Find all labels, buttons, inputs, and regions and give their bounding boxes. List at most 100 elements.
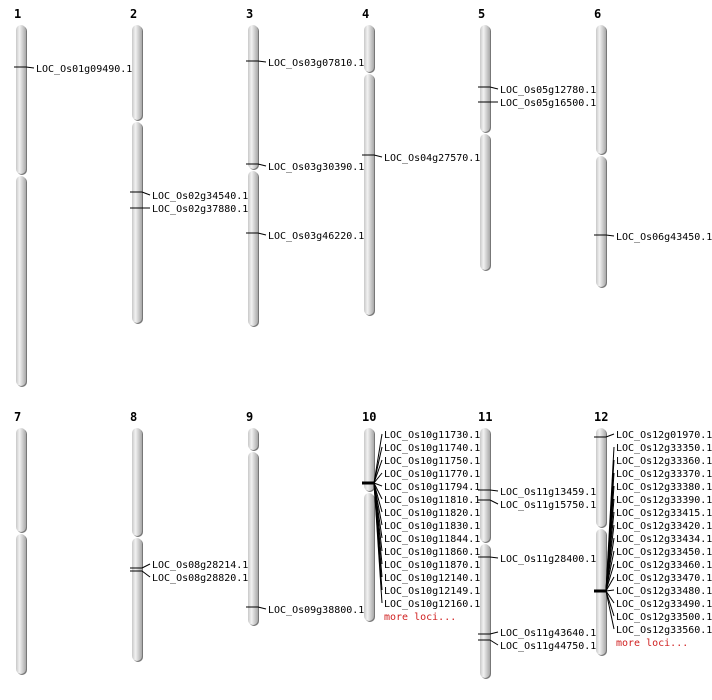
locus-label[interactable]: LOC_Os04g27570.1 [384, 153, 480, 164]
chromosome-number-12: 12 [594, 410, 608, 424]
chromosome-6-long-arm[interactable] [596, 156, 606, 287]
locus-connector [373, 482, 383, 487]
chromosome-2-long-arm[interactable] [132, 122, 142, 323]
locus-label[interactable]: LOC_Os10g11750.1 [384, 456, 480, 467]
chromosome-1-long-arm[interactable] [16, 176, 26, 386]
locus-label[interactable]: LOC_Os05g12780.1 [500, 85, 596, 96]
locus-connector [489, 499, 499, 505]
chromosome-number-8: 8 [130, 410, 137, 424]
locus-label[interactable]: LOC_Os10g11794.1 [384, 482, 480, 493]
locus-label[interactable]: LOC_Os10g11730.1 [384, 430, 480, 441]
chromosome-6-short-arm[interactable] [596, 25, 606, 154]
locus-label[interactable]: LOC_Os12g33380.1 [616, 482, 712, 493]
locus-label[interactable]: LOC_Os12g33360.1 [616, 456, 712, 467]
locus-label[interactable]: LOC_Os08g28820.1 [152, 573, 248, 584]
locus-label[interactable]: LOC_Os12g33450.1 [616, 547, 712, 558]
chromosome-2-short-arm[interactable] [132, 25, 142, 120]
locus-label[interactable]: LOC_Os12g33434.1 [616, 534, 712, 545]
locus-connector [373, 482, 383, 500]
chromosome-11-long-arm[interactable] [480, 544, 490, 678]
locus-label[interactable]: LOC_Os11g44750.1 [500, 641, 596, 652]
locus-label[interactable]: LOC_Os10g11770.1 [384, 469, 480, 480]
locus-label[interactable]: LOC_Os01g09490.1 [36, 64, 132, 75]
chromosome-5-short-arm[interactable] [480, 25, 490, 132]
chromosome-9-long-arm[interactable] [248, 452, 258, 625]
locus-label[interactable]: LOC_Os12g33415.1 [616, 508, 712, 519]
chromosome-11-short-arm[interactable] [480, 428, 490, 542]
locus-label[interactable]: LOC_Os10g11870.1 [384, 560, 480, 571]
locus-label[interactable]: LOC_Os09g38800.1 [268, 605, 364, 616]
chromosome-3-long-arm[interactable] [248, 171, 258, 326]
chromosome-4-long-arm[interactable] [364, 74, 374, 315]
locus-connector [489, 631, 499, 635]
chromosome-3-short-arm[interactable] [248, 25, 258, 169]
locus-connector [489, 639, 499, 646]
locus-label[interactable]: LOC_Os12g33420.1 [616, 521, 712, 532]
locus-connector [605, 589, 615, 592]
locus-connector [25, 66, 35, 69]
locus-label[interactable]: LOC_Os11g13459.1 [500, 487, 596, 498]
chromosome-4-short-arm[interactable] [364, 25, 374, 72]
locus-connector [257, 232, 267, 236]
locus-label[interactable]: LOC_Os10g11810.1 [384, 495, 480, 506]
locus-label[interactable]: LOC_Os03g30390.1 [268, 162, 364, 173]
chromosome-5-long-arm[interactable] [480, 134, 490, 270]
locus-label[interactable]: LOC_Os10g12160.1 [384, 599, 480, 610]
locus-label[interactable]: LOC_Os12g33350.1 [616, 443, 712, 454]
locus-label[interactable]: LOC_Os12g33500.1 [616, 612, 712, 623]
locus-connector [257, 60, 267, 63]
chromosome-12-short-arm[interactable] [596, 428, 606, 527]
chromosome-number-9: 9 [246, 410, 253, 424]
locus-label[interactable]: LOC_Os10g11740.1 [384, 443, 480, 454]
locus-label[interactable]: LOC_Os08g28214.1 [152, 560, 248, 571]
locus-connector [605, 234, 615, 237]
locus-label[interactable]: LOC_Os03g46220.1 [268, 231, 364, 242]
chromosome-8-short-arm[interactable] [132, 428, 142, 536]
locus-connector [373, 472, 383, 484]
locus-connector [257, 163, 267, 167]
locus-label[interactable]: LOC_Os10g11830.1 [384, 521, 480, 532]
locus-label[interactable]: LOC_Os10g11820.1 [384, 508, 480, 519]
chromosome-10-short-arm[interactable] [364, 428, 374, 491]
locus-label[interactable]: LOC_Os12g01970.1 [616, 430, 712, 441]
chromosome-number-7: 7 [14, 410, 21, 424]
chromosome-1-short-arm[interactable] [16, 25, 26, 174]
locus-label[interactable]: LOC_Os12g33390.1 [616, 495, 712, 506]
locus-connector [605, 433, 615, 438]
locus-connector [489, 489, 499, 492]
chromosome-7-long-arm[interactable] [16, 534, 26, 674]
chromosome-9-short-arm[interactable] [248, 428, 258, 450]
locus-label[interactable]: LOC_Os11g43640.1 [500, 628, 596, 639]
locus-label[interactable]: LOC_Os10g11860.1 [384, 547, 480, 558]
chromosome-number-5: 5 [478, 7, 485, 21]
locus-label[interactable]: LOC_Os10g12140.1 [384, 573, 480, 584]
locus-connector [605, 576, 615, 592]
locus-label[interactable]: LOC_Os05g16500.1 [500, 98, 596, 109]
locus-connector [257, 606, 267, 610]
locus-label[interactable]: LOC_Os02g37880.1 [152, 204, 248, 215]
locus-label[interactable]: LOC_Os11g15750.1 [500, 500, 596, 511]
locus-connector [605, 563, 615, 592]
locus-label[interactable]: LOC_Os12g33560.1 [616, 625, 712, 636]
locus-label[interactable]: LOC_Os12g33480.1 [616, 586, 712, 597]
locus-label[interactable]: LOC_Os12g33370.1 [616, 469, 712, 480]
locus-connector [141, 191, 151, 196]
chromosome-number-3: 3 [246, 7, 253, 21]
locus-label[interactable]: LOC_Os12g33460.1 [616, 560, 712, 571]
chromosome-8-long-arm[interactable] [132, 538, 142, 661]
locus-label[interactable]: LOC_Os02g34540.1 [152, 191, 248, 202]
locus-label[interactable]: LOC_Os10g11844.1 [384, 534, 480, 545]
chromosome-10-long-arm[interactable] [364, 493, 374, 621]
locus-label[interactable]: LOC_Os06g43450.1 [616, 232, 712, 243]
locus-label[interactable]: LOC_Os03g07810.1 [268, 58, 364, 69]
chromosome-7-short-arm[interactable] [16, 428, 26, 532]
locus-label[interactable]: LOC_Os12g33490.1 [616, 599, 712, 610]
more-loci-link[interactable]: more loci... [616, 638, 688, 649]
locus-label[interactable]: LOC_Os11g28400.1 [500, 554, 596, 565]
locus-label[interactable]: LOC_Os12g33470.1 [616, 573, 712, 584]
locus-label[interactable]: LOC_Os10g12149.1 [384, 586, 480, 597]
locus-connector [141, 563, 151, 569]
locus-connector [373, 446, 383, 484]
more-loci-link[interactable]: more loci... [384, 612, 456, 623]
